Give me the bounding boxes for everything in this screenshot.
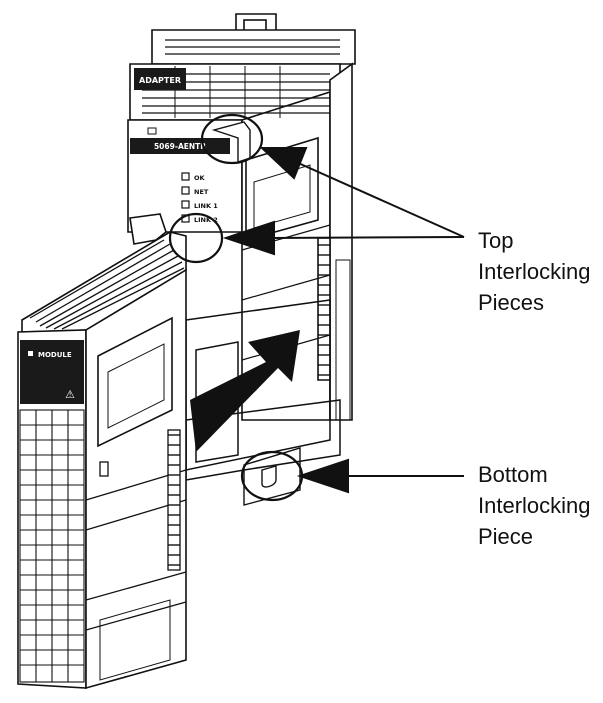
top-arrow-lower-head <box>222 220 275 256</box>
top-interlocking-pieces-label: Top Interlocking Pieces <box>478 225 591 318</box>
module-label: MODULE <box>38 351 72 359</box>
bottom-arrow-head <box>296 458 349 494</box>
module-label-plate <box>20 340 84 404</box>
warning-icon: ⚠ <box>65 389 75 401</box>
top-label-line-3: Pieces <box>478 290 545 315</box>
status-led-ok-label: OK <box>194 174 206 182</box>
status-led-link2-label: LINK 2 <box>194 216 218 224</box>
adapter-header-plate <box>134 68 186 90</box>
bottom-label-line-1: Bottom <box>478 462 548 487</box>
status-led-list: OK NET LINK 1 LINK 2 <box>181 172 218 224</box>
adapter-header-label: ADAPTER <box>139 76 181 85</box>
status-led-ok-icon <box>181 172 190 181</box>
bottom-interlocking-piece-label: Bottom Interlocking Piece <box>478 459 591 552</box>
callout-arrows <box>222 147 465 494</box>
status-led-link1-icon <box>181 200 190 209</box>
adapter-model-label: 5069-AENTR <box>154 142 206 151</box>
status-led-link1-label: LINK 1 <box>194 202 218 210</box>
module-side-rails <box>85 429 187 681</box>
status-led-net-label: NET <box>194 188 209 196</box>
slide-direction-arrow <box>190 330 300 452</box>
top-label-line-1: Top <box>478 228 514 253</box>
terminal-block <box>19 409 85 683</box>
bottom-label-line-2: Interlocking <box>478 493 591 518</box>
top-interlock-circle-adapter <box>200 113 264 165</box>
top-arrow-upper-head <box>259 147 308 180</box>
bottom-label-line-3: Piece <box>478 524 534 549</box>
module-top-latch <box>129 213 167 245</box>
status-led-net-icon <box>181 186 190 195</box>
top-label-line-2: Interlocking <box>478 259 591 284</box>
top-interlock-circle-module <box>168 212 224 264</box>
module-vents <box>29 239 185 330</box>
